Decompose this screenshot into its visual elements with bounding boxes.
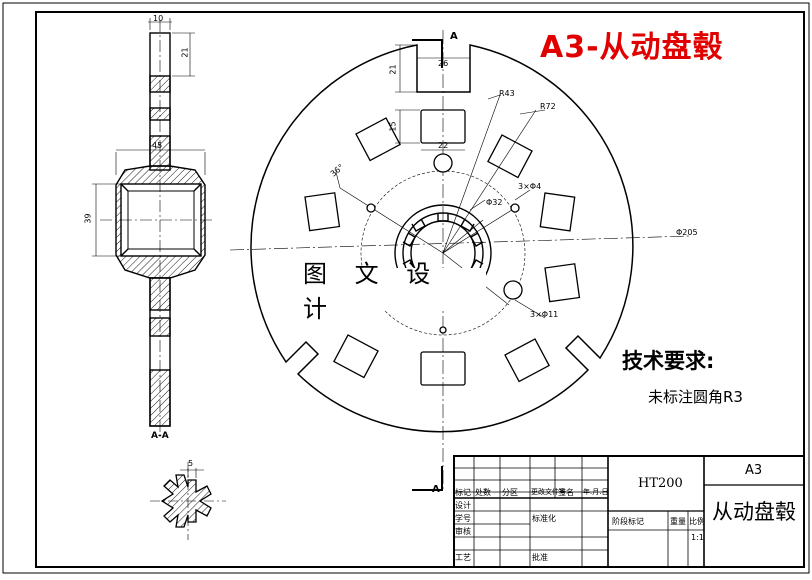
tb-scale-label: 比例 (689, 517, 705, 526)
sheet-title: A3-从动盘毂 (540, 30, 724, 65)
dim-5: 5 (188, 459, 194, 468)
disc-windows (304, 109, 581, 386)
disc-dims (335, 39, 546, 491)
section-mark-bottom: A (432, 484, 440, 495)
dim-phi32: Φ32 (486, 198, 503, 207)
dim-3xphi4: 3×Φ4 (518, 182, 542, 191)
tb-part-name: 从动盘毂 (712, 500, 796, 524)
dim-3xphi11: 3×Φ11 (530, 310, 559, 319)
tb-row-check: 审核 (455, 527, 471, 536)
tb-row-student: 学号 (455, 514, 471, 523)
tb-label-sign: 签名 (558, 488, 574, 497)
tb-label-zone: 分区 (502, 488, 518, 497)
tb-label-date: 年.月.日 (583, 488, 609, 496)
dim-22: 22 (438, 141, 449, 150)
tb-label-file: 更改文件号 (531, 488, 566, 496)
section-view-label: A-A (151, 431, 169, 441)
tb-approve: 批准 (532, 553, 548, 562)
tech-requirements-note: 未标注圆角R3 (648, 388, 743, 406)
section-mark-top: A (450, 31, 458, 42)
tb-label-mark: 标记 (455, 488, 471, 497)
tb-stage-label: 阶段标记 (612, 517, 644, 526)
section-view (115, 32, 206, 427)
dim-phi205: Φ205 (676, 228, 698, 237)
frame-border (35, 11, 805, 568)
dim-r72: R72 (540, 102, 556, 111)
spline-section-centerlines (150, 462, 226, 540)
disc-construction (229, 30, 691, 490)
tb-label-count: 处数 (475, 488, 491, 497)
disc-outline (250, 44, 634, 433)
tb-scale-value: 1:1 (691, 533, 704, 542)
tech-requirements-title: 技术要求: (622, 349, 715, 373)
tb-row-process: 工艺 (455, 553, 471, 562)
dim-26: 26 (438, 59, 449, 68)
tb-row-design: 设计 (455, 501, 471, 510)
tb-weight-label: 重量 (670, 517, 686, 526)
dim-45: 45 (152, 141, 163, 150)
tb-sheet-size: A3 (745, 463, 763, 478)
dim-r43: R43 (499, 89, 515, 98)
tb-standard: 标准化 (532, 514, 556, 523)
dim-width: 10 (153, 14, 164, 23)
tb-material: HT200 (638, 476, 683, 491)
section-view-dims (92, 18, 215, 440)
